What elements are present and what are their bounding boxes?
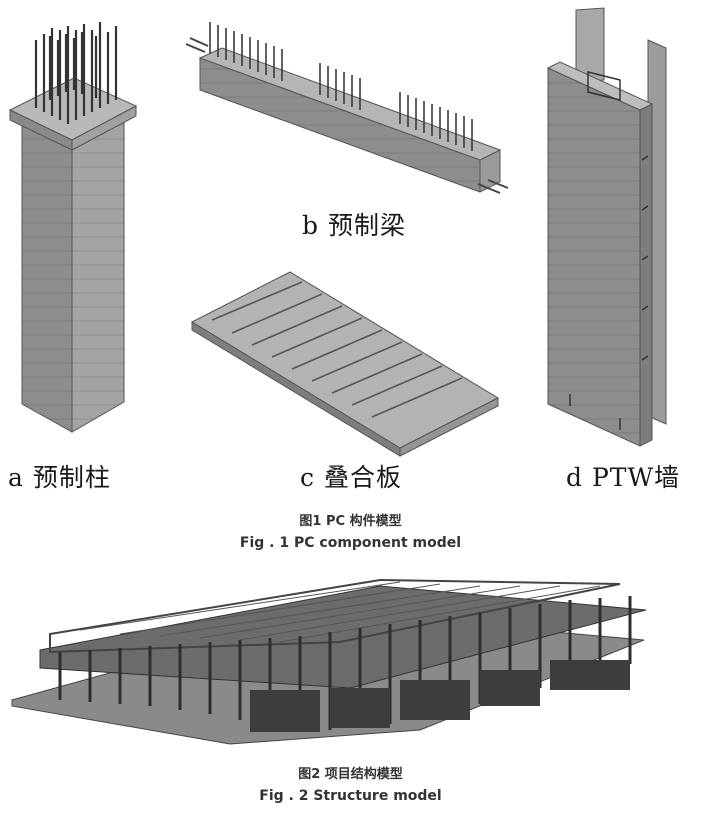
sublabel-c-composite-slab: c 叠合板 [300, 463, 402, 492]
sublabel-d-ptw-wall: d PTW墙 [566, 463, 681, 492]
figure1-caption-en: Fig . 1 PC component model [239, 535, 462, 551]
sublabel-a-precast-column: a 预制柱 [8, 463, 111, 492]
figure1-caption-zh: 图1 PC 构件模型 [299, 514, 402, 529]
figure2-caption-en: Fig . 2 Structure model [259, 788, 442, 804]
figure2-caption-zh: 图2 项目结构模型 [298, 767, 403, 782]
sublabel-b-precast-beam: b 预制梁 [302, 211, 406, 240]
